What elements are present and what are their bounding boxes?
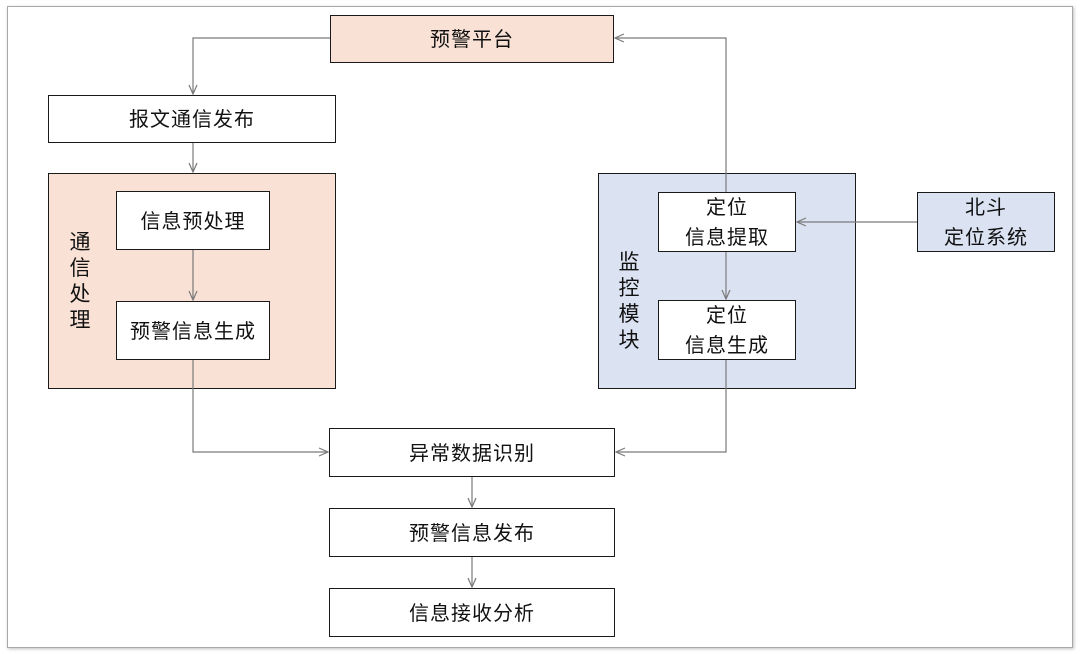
edge-locgen-to-anomaly <box>614 360 727 457</box>
info-receive-node: 信息接收分析 <box>329 588 615 637</box>
edge-gen-to-anomaly <box>192 360 330 457</box>
location-extract-line1: 定位 <box>706 195 748 219</box>
warning-release-node: 预警信息发布 <box>329 508 615 557</box>
edge-platform-to-message <box>188 37 330 96</box>
comm-processing-label: 通信处理 <box>69 230 91 332</box>
location-gen-line1: 定位 <box>706 303 748 327</box>
anomaly-detect-node: 异常数据识别 <box>329 428 615 477</box>
warning-platform-text: 预警平台 <box>430 27 514 51</box>
edge-monitor-to-platform <box>613 33 727 192</box>
location-extract-node: 定位 信息提取 <box>658 192 796 252</box>
warning-info-gen-node: 预警信息生成 <box>116 301 270 360</box>
warning-info-gen-text: 预警信息生成 <box>130 318 256 343</box>
info-preprocess-node: 信息预处理 <box>116 191 270 250</box>
message-release-node: 报文通信发布 <box>48 95 336 143</box>
beidou-line1: 北斗 <box>965 195 1007 219</box>
location-extract-line2: 信息提取 <box>685 225 769 249</box>
monitor-module-label: 监控模块 <box>618 250 640 352</box>
anomaly-detect-text: 异常数据识别 <box>409 440 535 465</box>
beidou-node: 北斗 定位系统 <box>917 192 1055 252</box>
warning-platform-node: 预警平台 <box>330 15 614 63</box>
info-receive-text: 信息接收分析 <box>409 600 535 625</box>
beidou-line2: 定位系统 <box>944 225 1028 249</box>
location-gen-line2: 信息生成 <box>685 333 769 357</box>
location-gen-node: 定位 信息生成 <box>658 300 796 360</box>
warning-release-text: 预警信息发布 <box>409 520 535 545</box>
info-preprocess-text: 信息预处理 <box>140 208 246 233</box>
message-release-text: 报文通信发布 <box>129 107 255 131</box>
